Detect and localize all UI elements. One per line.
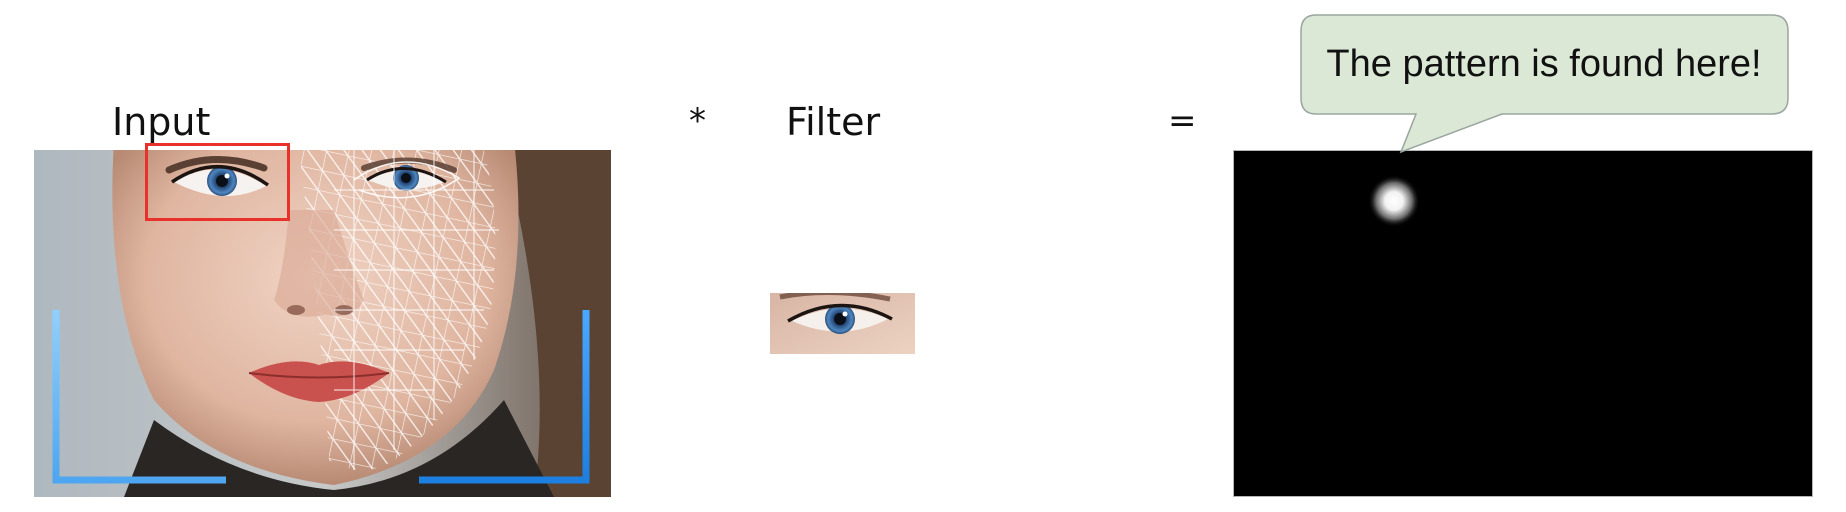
equals-sign: = (1168, 101, 1197, 141)
input-title: Input (112, 100, 211, 144)
eye-crop-icon (770, 293, 915, 354)
input-face-image (34, 150, 611, 497)
filter-title: Filter (786, 100, 881, 144)
speech-callout: The pattern is found here! (1300, 14, 1790, 156)
convolution-operator: * (689, 101, 706, 141)
callout-text: The pattern is found here! (1326, 42, 1762, 85)
detection-box (145, 143, 290, 221)
bright-spot-icon (1233, 150, 1813, 497)
